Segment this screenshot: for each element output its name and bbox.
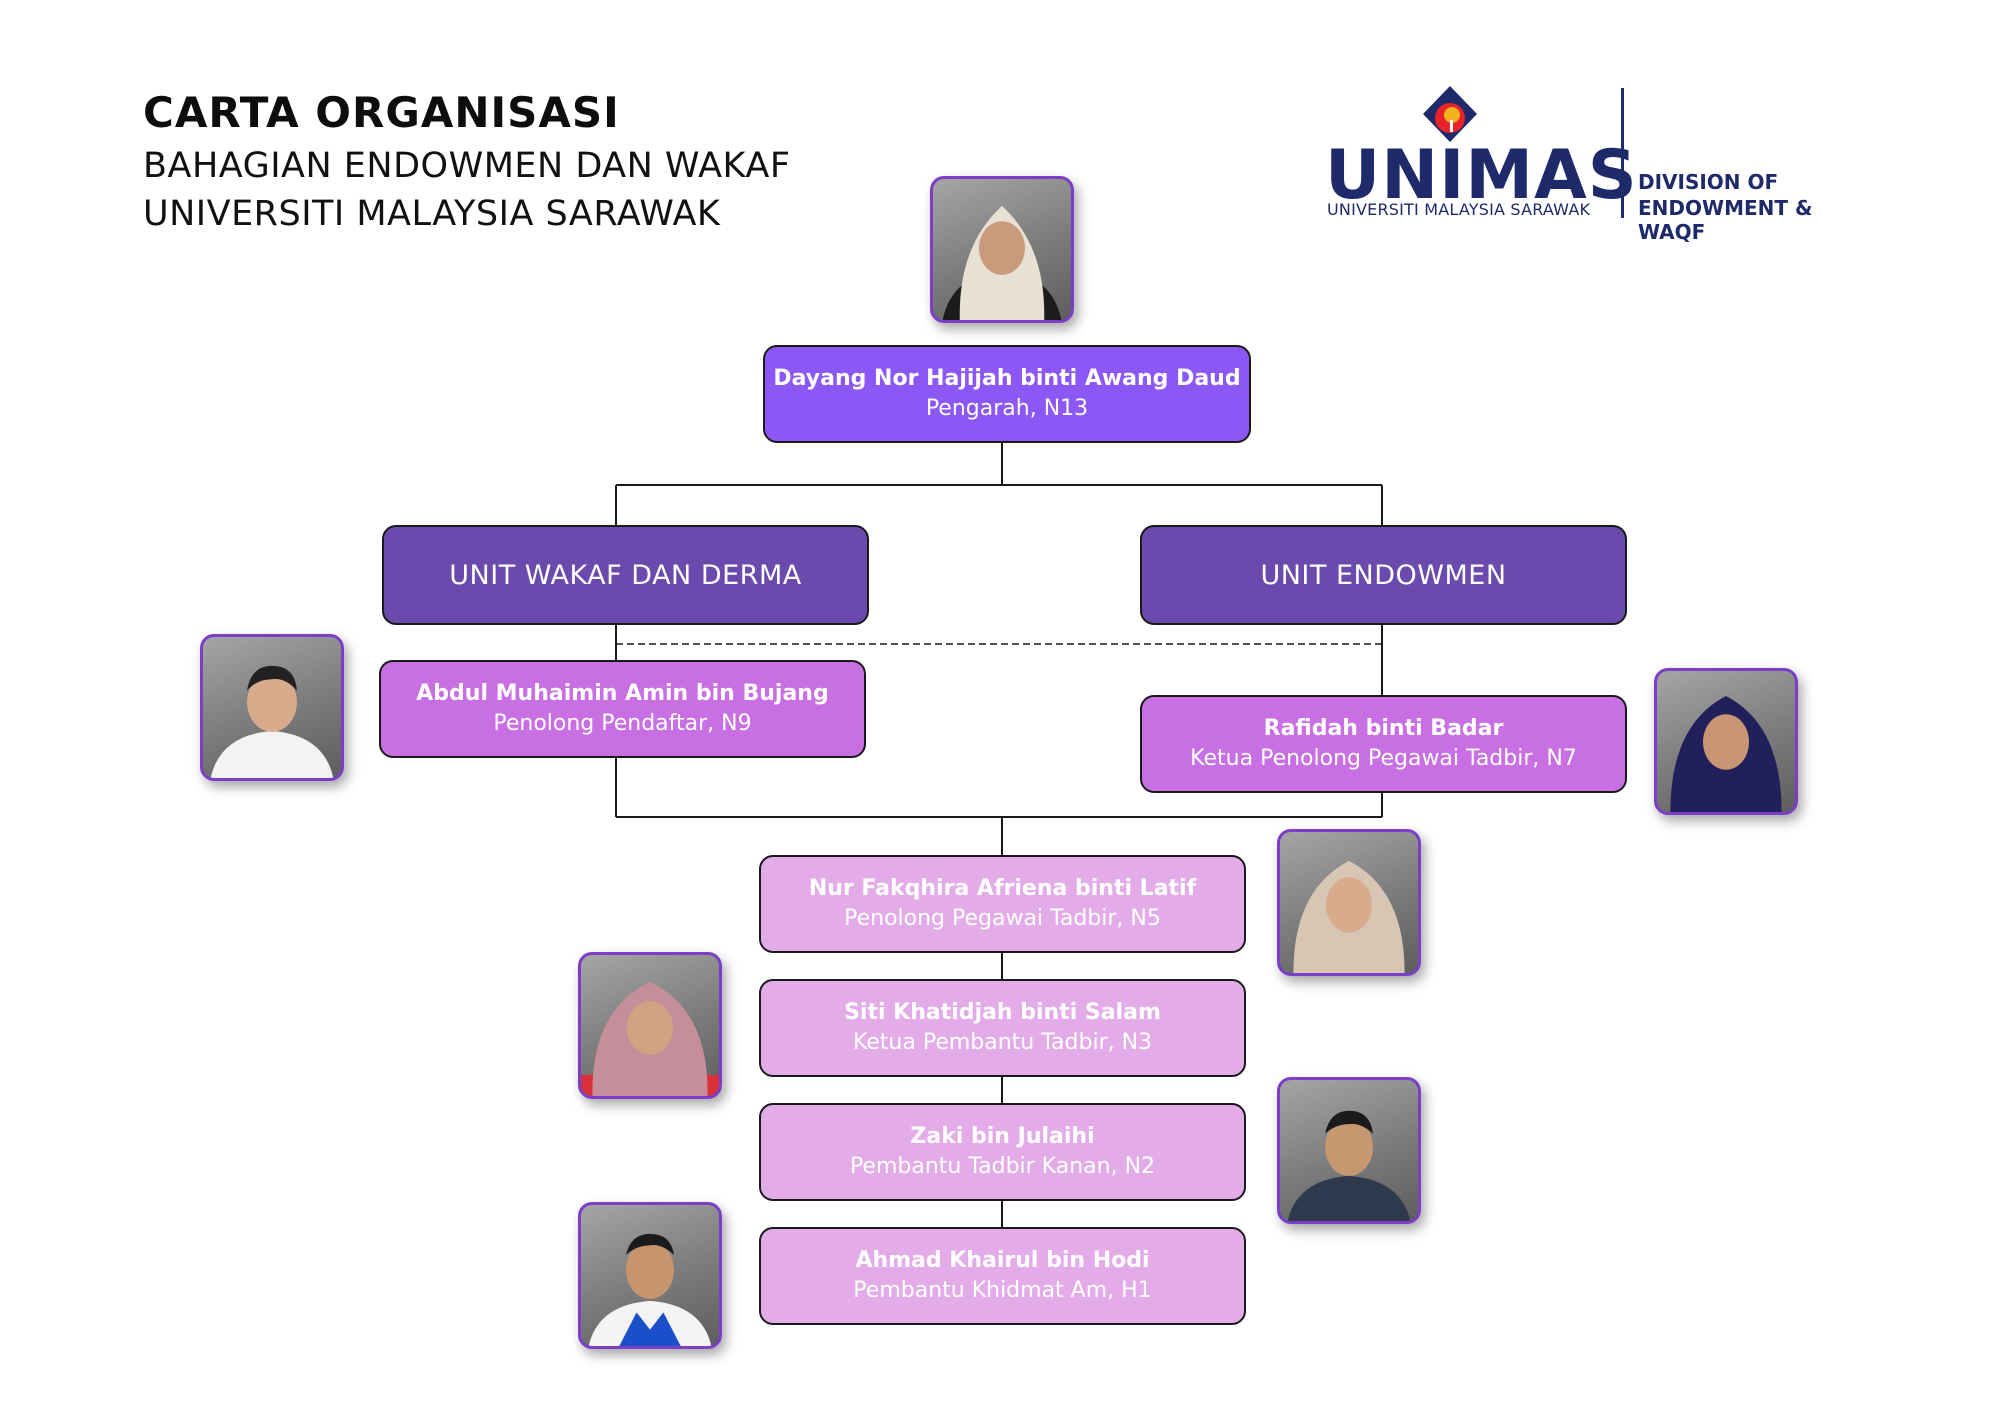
logo-wordmark: UNIMAS [1325, 136, 1638, 215]
staff-name-4: Ahmad Khairul bin Hodi [855, 1248, 1150, 1273]
officer-right-card[interactable]: Rafidah binti Badar Ketua Penolong Pegaw… [1140, 695, 1627, 793]
staff-card-1[interactable]: Nur Fakqhira Afriena binti Latif Penolon… [759, 855, 1246, 953]
unimas-emblem-icon [1423, 86, 1477, 142]
logo-division-line-2: ENDOWMENT & WAQF [1638, 196, 1813, 244]
staff-position-4: Pembantu Khidmat Am, H1 [853, 1278, 1152, 1303]
unimas-logo: UNIMAS UNIVERSITI MALAYSIA SARAWAK DIVIS… [1325, 84, 1885, 244]
logo-divider [1621, 88, 1624, 218]
chart-subtitle-division: BAHAGIAN ENDOWMEN DAN WAKAF [143, 146, 791, 186]
staff-position-2: Ketua Pembantu Tadbir, N3 [852, 1030, 1153, 1055]
officer-left-card[interactable]: Abdul Muhaimin Amin bin Bujang Penolong … [379, 660, 866, 758]
staff-photo-2 [578, 952, 722, 1099]
staff-photo-3 [1277, 1077, 1421, 1224]
logo-caption: UNIVERSITI MALAYSIA SARAWAK [1327, 200, 1591, 219]
staff-card-2[interactable]: Siti Khatidjah binti Salam Ketua Pembant… [759, 979, 1246, 1077]
staff-card-4[interactable]: Ahmad Khairul bin Hodi Pembantu Khidmat … [759, 1227, 1246, 1325]
director-position: Pengarah, N13 [925, 396, 1089, 421]
director-photo [930, 176, 1074, 323]
chart-title: CARTA ORGANISASI [143, 88, 620, 137]
logo-division-line-1: DIVISION OF [1638, 170, 1779, 194]
unit-wakaf-derma-label: UNIT WAKAF DAN DERMA [449, 559, 802, 591]
staff-photo-4 [578, 1202, 722, 1349]
staff-position-3: Pembantu Tadbir Kanan, N2 [849, 1154, 1156, 1179]
director-name: Dayang Nor Hajijah binti Awang Daud [773, 366, 1241, 391]
staff-name-2: Siti Khatidjah binti Salam [844, 1000, 1161, 1025]
staff-name-3: Zaki bin Julaihi [910, 1124, 1095, 1149]
unit-endowmen-label: UNIT ENDOWMEN [1260, 559, 1507, 591]
staff-name-1: Nur Fakqhira Afriena binti Latif [808, 876, 1197, 901]
officer-right-name: Rafidah binti Badar [1263, 716, 1504, 741]
chart-subtitle-university: UNIVERSITI MALAYSIA SARAWAK [143, 194, 721, 234]
officer-left-photo [200, 634, 344, 781]
unit-wakaf-derma-card[interactable]: UNIT WAKAF DAN DERMA [382, 525, 869, 625]
staff-card-3[interactable]: Zaki bin Julaihi Pembantu Tadbir Kanan, … [759, 1103, 1246, 1201]
staff-position-1: Penolong Pegawai Tadbir, N5 [844, 906, 1161, 931]
unit-endowmen-card[interactable]: UNIT ENDOWMEN [1140, 525, 1627, 625]
staff-photo-1 [1277, 829, 1421, 976]
officer-left-position: Penolong Pendaftar, N9 [493, 711, 752, 736]
director-card[interactable]: Dayang Nor Hajijah binti Awang Daud Peng… [763, 345, 1251, 443]
officer-right-photo [1654, 668, 1798, 815]
officer-left-name: Abdul Muhaimin Amin bin Bujang [416, 681, 829, 706]
officer-right-position: Ketua Penolong Pegawai Tadbir, N7 [1190, 746, 1577, 771]
